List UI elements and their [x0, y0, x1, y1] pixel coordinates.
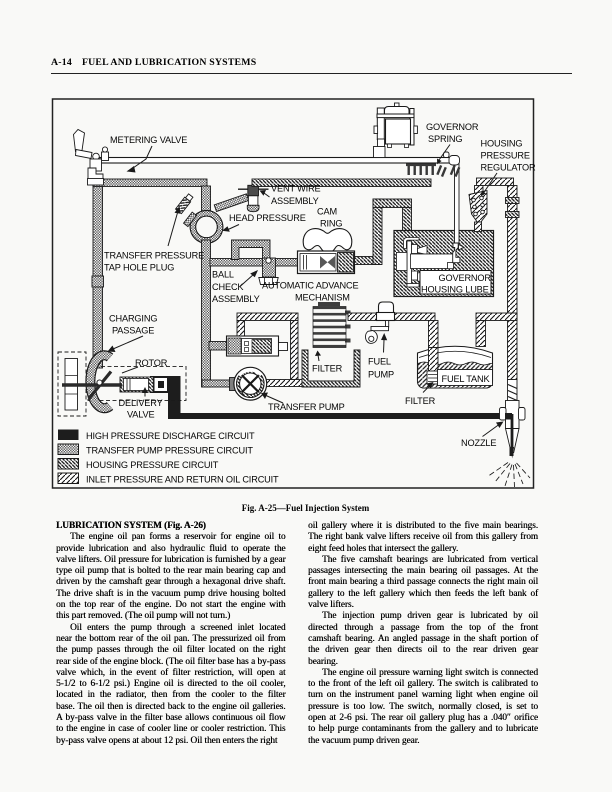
- svg-text:HEAD PRESSURE: HEAD PRESSURE: [229, 213, 306, 223]
- svg-text:REGULATOR: REGULATOR: [481, 163, 536, 173]
- svg-text:TAP HOLE PLUG: TAP HOLE PLUG: [104, 263, 174, 273]
- svg-text:FUEL TANK: FUEL TANK: [442, 374, 491, 384]
- svg-text:FILTER: FILTER: [312, 364, 343, 374]
- svg-text:ROTOR: ROTOR: [135, 358, 168, 368]
- svg-text:METERING VALVE: METERING VALVE: [110, 135, 187, 145]
- svg-text:PRESSURE: PRESSURE: [481, 151, 530, 161]
- svg-text:TRANSFER PRESSURE: TRANSFER PRESSURE: [104, 251, 204, 261]
- svg-text:SPRING: SPRING: [428, 134, 462, 144]
- svg-text:PUMP: PUMP: [368, 370, 394, 380]
- svg-text:ASSEMBLY: ASSEMBLY: [212, 294, 260, 304]
- svg-text:HOUSING PRESSURE CIRCUIT: HOUSING PRESSURE CIRCUIT: [86, 460, 219, 470]
- svg-text:VENT WIRE: VENT WIRE: [271, 184, 321, 194]
- svg-text:RING: RING: [320, 219, 342, 229]
- svg-text:MECHANISM: MECHANISM: [295, 293, 350, 303]
- svg-text:PASSAGE: PASSAGE: [112, 326, 154, 336]
- svg-text:HOUSING LUBE: HOUSING LUBE: [421, 285, 489, 295]
- svg-text:INLET PRESSURE AND RETURN OIL: INLET PRESSURE AND RETURN OIL CIRCUIT: [86, 475, 279, 485]
- svg-text:VALVE: VALVE: [127, 410, 155, 420]
- svg-text:ASSEMBLY: ASSEMBLY: [271, 196, 319, 206]
- svg-text:FUEL: FUEL: [368, 357, 391, 367]
- svg-text:NOZZLE: NOZZLE: [461, 438, 496, 448]
- svg-text:HOUSING: HOUSING: [481, 139, 523, 149]
- svg-text:CAM: CAM: [317, 207, 337, 217]
- svg-text:FILTER: FILTER: [405, 396, 436, 406]
- svg-text:AUTOMATIC ADVANCE: AUTOMATIC ADVANCE: [262, 281, 359, 291]
- svg-text:DELIVERY: DELIVERY: [119, 398, 163, 408]
- svg-text:GOVERNOR: GOVERNOR: [426, 122, 479, 132]
- svg-text:TRANSFER PUMP: TRANSFER PUMP: [268, 402, 345, 412]
- svg-text:BALL: BALL: [212, 270, 234, 280]
- svg-text:TRANSFER PUMP PRESSURE CIRCUIT: TRANSFER PUMP PRESSURE CIRCUIT: [86, 446, 253, 456]
- svg-text:CHECK: CHECK: [212, 282, 244, 292]
- svg-text:CHARGING: CHARGING: [109, 314, 157, 324]
- svg-text:GOVERNOR: GOVERNOR: [439, 273, 492, 283]
- svg-text:HIGH PRESSURE DISCHARGE CIRCUI: HIGH PRESSURE DISCHARGE CIRCUIT: [86, 431, 255, 441]
